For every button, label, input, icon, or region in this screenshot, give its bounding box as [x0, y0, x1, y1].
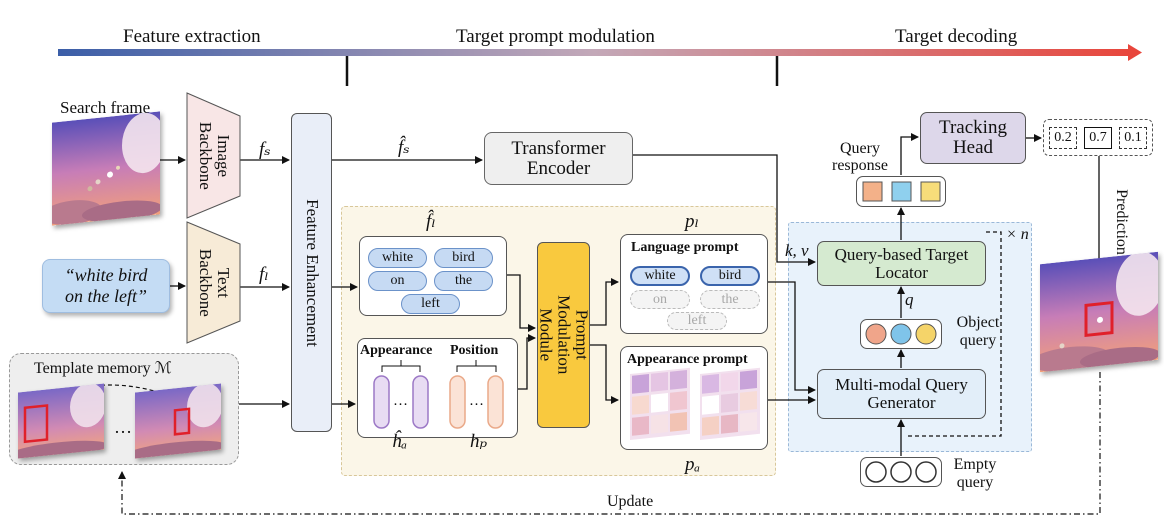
- feature-fs: fₛ: [259, 139, 271, 160]
- arrow-words-to-pm: [507, 274, 536, 332]
- search-frame-label: Search frame: [60, 98, 151, 117]
- patch-group-2: [700, 367, 760, 440]
- score-2: 0.7: [1084, 127, 1112, 149]
- feature-fl-hat: f̂ₗ: [426, 211, 436, 232]
- feature-hp: hₚ: [470, 431, 488, 452]
- arrow-encoder-kv: [633, 154, 816, 266]
- empty-query-1: [865, 461, 887, 483]
- empty-query-2: [890, 461, 912, 483]
- object-query-label: Object query: [956, 314, 1000, 349]
- feature-enhancement-module: Feature Enhancement: [291, 113, 332, 432]
- word-on: on: [368, 271, 427, 291]
- word-bird: bird: [434, 248, 493, 268]
- phase-feature-extraction: Feature extraction: [123, 26, 261, 47]
- query-response-2: [891, 181, 912, 202]
- position-label: Position: [450, 343, 499, 358]
- template-image-1: [18, 383, 104, 459]
- tracking-head: Tracking Head: [920, 112, 1026, 164]
- text-query: “white bird on the left”: [64, 265, 148, 306]
- score-1: 0.2: [1049, 127, 1077, 149]
- phase-target-decoding: Target decoding: [895, 26, 1018, 47]
- appearance-dots: …: [393, 393, 408, 409]
- update-loop: [118, 372, 1101, 515]
- position-token-1: [449, 375, 466, 429]
- score-3: 0.1: [1119, 127, 1147, 149]
- appearance-token-1: [373, 375, 390, 429]
- language-prompt-label: Language prompt: [631, 240, 739, 255]
- template-image-2: [135, 383, 221, 459]
- empty-query-label: Empty query: [953, 456, 997, 491]
- prompt-word-the: the: [700, 290, 760, 309]
- position-dots: …: [469, 393, 484, 409]
- query-generator: Multi-modal Query Generator: [817, 369, 986, 419]
- appearance-bracket: [381, 360, 421, 372]
- phase-arrow: [58, 49, 1130, 56]
- arrow-pm-to-app: [590, 344, 619, 404]
- loop-n: [905, 231, 1002, 437]
- feature-pl: pₗ: [685, 211, 700, 232]
- transformer-encoder: Transformer Encoder: [484, 132, 633, 185]
- feature-ha-hat: ĥₐ: [392, 431, 408, 452]
- word-the: the: [434, 271, 493, 291]
- update-label: Update: [607, 493, 654, 510]
- score-box: [1043, 119, 1153, 156]
- arrow-pm-to-lang: [590, 278, 619, 326]
- appearance-label: Appearance: [360, 343, 433, 358]
- text-query-box: “white bird on the left”: [42, 259, 170, 313]
- feature-fl: fₗ: [259, 264, 269, 285]
- word-left: left: [401, 294, 460, 314]
- appearance-token-2: [412, 375, 429, 429]
- object-query-3: [915, 323, 937, 345]
- template-memory-label: Template memory ℳ: [34, 360, 172, 377]
- patch-group-1: [630, 367, 690, 440]
- prompt-word-bird: bird: [700, 266, 760, 286]
- appearance-prompt-label: Appearance prompt: [627, 352, 748, 367]
- loop-times-n: × n: [1006, 226, 1029, 243]
- empty-query-box: [860, 457, 942, 487]
- query-response-label: Query response: [832, 140, 888, 174]
- phase-arrow-head: [1128, 44, 1142, 61]
- feature-fs-hat: f̂ₛ: [398, 137, 410, 158]
- arrow-lang-to-gen: [768, 281, 816, 394]
- query-target-locator: Query-based Target Locator: [817, 241, 986, 286]
- feature-pa: pₐ: [685, 454, 701, 475]
- position-bracket: [456, 360, 497, 372]
- feature-q: q: [905, 290, 914, 309]
- prediction-image: [1040, 251, 1158, 373]
- prompt-word-on: on: [630, 290, 690, 309]
- prompt-modulation-module: Prompt Modulation Module: [537, 242, 591, 428]
- template-ellipsis: …: [114, 417, 132, 437]
- object-query-2: [890, 323, 912, 345]
- query-response-3: [920, 181, 941, 202]
- position-token-2: [487, 375, 504, 429]
- prompt-word-white: white: [630, 266, 690, 286]
- search-frame-image: [52, 111, 160, 226]
- query-response-box: [856, 176, 946, 207]
- empty-query-3: [915, 461, 937, 483]
- feature-kv: k, v: [785, 241, 809, 260]
- arrow-hist-to-pm: [518, 334, 536, 390]
- prediction-label: Prediction: [1113, 189, 1131, 255]
- phase-target-prompt-modulation: Target prompt modulation: [456, 26, 655, 47]
- object-query-1: [865, 323, 887, 345]
- query-response-1: [862, 181, 883, 202]
- prompt-word-left: left: [667, 312, 727, 330]
- arrow-resp-to-head: [900, 133, 919, 175]
- word-white: white: [368, 248, 427, 268]
